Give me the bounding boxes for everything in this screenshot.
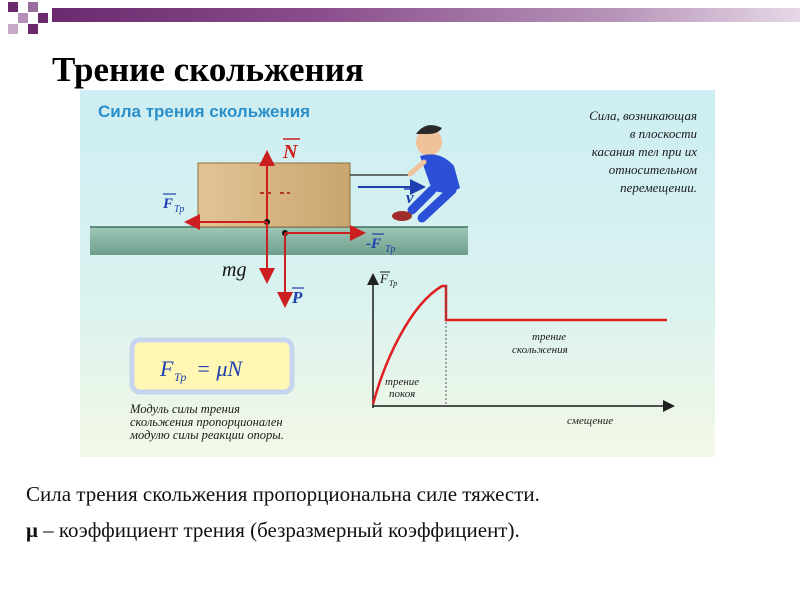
friction-illustration: Сила трения скольжения Сила, возникающая… — [80, 90, 715, 457]
illustration-svg: Сила трения скольжения Сила, возникающая… — [90, 102, 698, 442]
formula-subscript: Тр — [174, 370, 186, 384]
reaction-friction-subscript: Тр — [385, 244, 395, 255]
formula-rhs: = μN — [196, 356, 243, 381]
body-paragraph: Сила трения скольжения пропорциональна с… — [26, 482, 540, 506]
velocity-label: v — [406, 188, 414, 207]
friction-force-subscript: Тр — [174, 204, 184, 215]
definition-line: перемещении. — [620, 180, 697, 195]
graph-x-label: смещение — [567, 415, 613, 427]
formula-lhs: F — [159, 356, 174, 381]
graph-y-label-subscript: Тр — [389, 279, 397, 288]
normal-force-label: N — [282, 141, 299, 163]
formula-box — [129, 337, 295, 395]
header-decoration — [0, 0, 800, 34]
definition-line: Сила, возникающая — [589, 108, 697, 123]
definition-line: касания тел при их — [592, 144, 697, 159]
floor-surface — [90, 227, 468, 255]
decor-square — [8, 2, 18, 12]
wooden-block — [197, 162, 351, 228]
coefficient-description: – коэффициент трения (безразмерный коэфф… — [37, 518, 520, 542]
slide-title: Трение скольжения — [52, 50, 364, 89]
formula-caption-line: Модуль силы трения — [129, 402, 240, 416]
person-figure — [392, 125, 460, 223]
definition-line: относительном — [609, 162, 697, 177]
static-friction-label: покоя — [389, 388, 415, 400]
sliding-friction-label: скольжения — [512, 344, 568, 356]
weight-label: P — [291, 288, 303, 307]
decor-square — [28, 2, 38, 12]
figure-heading: Сила трения скольжения — [98, 102, 310, 121]
formula-caption-line: скольжения пропорционален — [130, 415, 283, 429]
friction-curve — [371, 284, 667, 405]
gravity-label: mg — [222, 259, 246, 281]
header-gradient-bar — [52, 8, 800, 22]
mu-symbol: μ — [26, 518, 38, 542]
graph-y-label: F — [379, 271, 389, 286]
sliding-friction-label: трение — [532, 331, 566, 343]
body-paragraph: μ – коэффициент трения (безразмерный коэ… — [26, 516, 786, 544]
friction-force-label: F — [162, 196, 173, 212]
definition-text: Сила, возникающая в плоскости касания те… — [589, 108, 697, 195]
slide-body: Сила трения скольжения пропорциональна с… — [26, 480, 786, 544]
decor-square — [8, 24, 18, 34]
decor-square — [18, 13, 28, 23]
definition-line: в плоскости — [630, 126, 698, 141]
static-friction-label: трение — [385, 376, 419, 388]
decor-square — [38, 13, 48, 23]
decor-square — [28, 24, 38, 34]
formula-caption-line: модулю силы реакции опоры. — [129, 428, 284, 442]
reaction-friction-label: -F — [366, 236, 381, 252]
